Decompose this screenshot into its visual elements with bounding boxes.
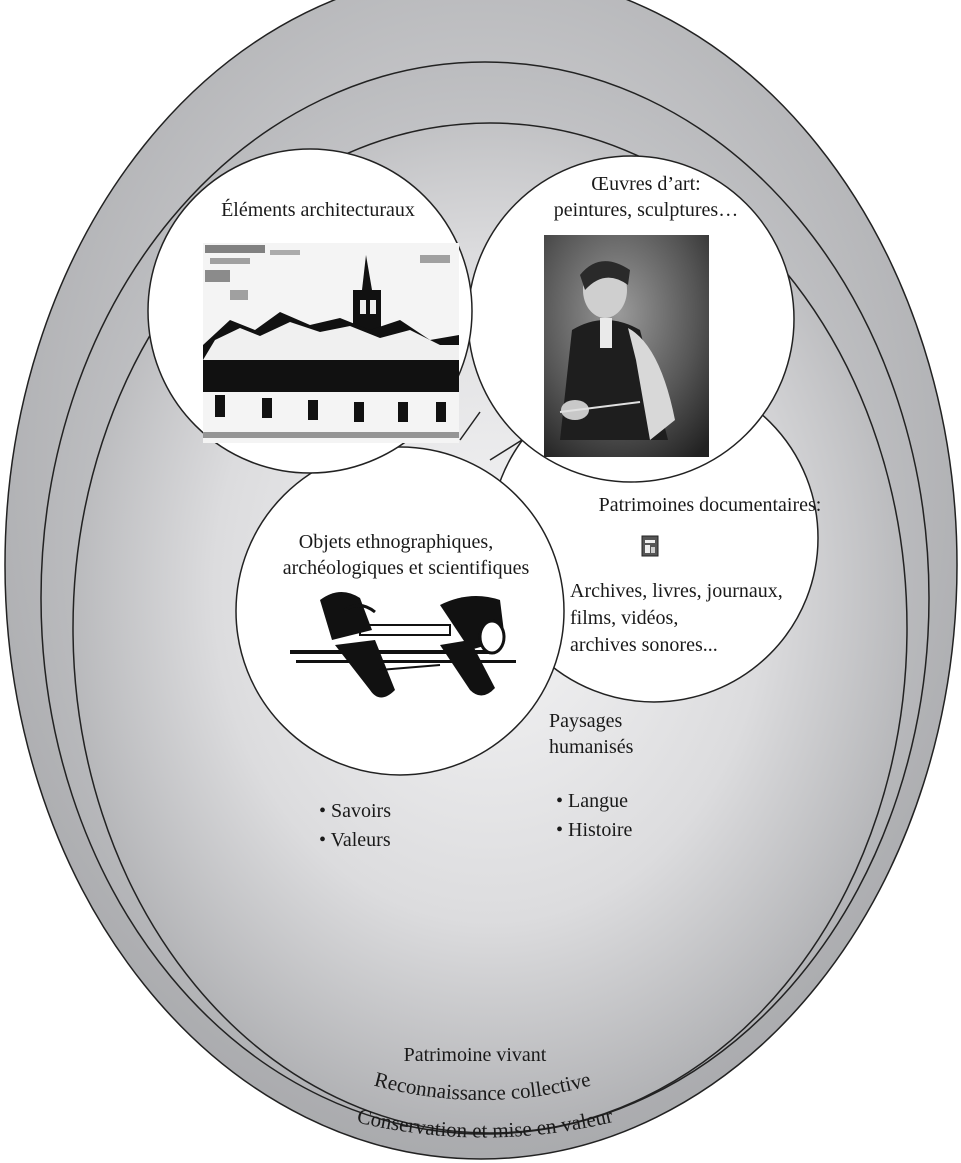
- living-heritage-label: Patrimoine vivant: [404, 1044, 547, 1066]
- document-icon: [641, 535, 659, 557]
- list-left-item-1: • Savoirs: [319, 800, 391, 822]
- objects-title-line1: Objets ethnographiques,: [299, 531, 493, 553]
- architecture-title: Éléments architecturaux: [221, 198, 415, 221]
- art-title-line2: peintures, sculptures…: [554, 199, 738, 221]
- objects-title-line2: archéologiques et scientifiques: [283, 557, 530, 579]
- documents-line-3: archives sonores...: [570, 634, 718, 656]
- hand-plane-image: [290, 591, 516, 698]
- documents-title: Patrimoines documentaires:: [599, 494, 822, 516]
- list-left-item-2: • Valeurs: [319, 829, 391, 851]
- list-right-item-2: • Histoire: [556, 819, 633, 841]
- list-right-item-1: • Langue: [556, 790, 628, 812]
- documents-line-1: Archives, livres, journaux,: [570, 580, 783, 602]
- landscapes-line2: humanisés: [549, 736, 634, 758]
- landscapes-line1: Paysages: [549, 710, 623, 732]
- art-title-line1: Œuvres d’art:: [591, 173, 700, 195]
- architecture-image: [203, 243, 459, 443]
- objects-circle: [235, 446, 565, 776]
- portrait-image: [544, 235, 709, 457]
- documents-line-2: films, vidéos,: [570, 607, 678, 629]
